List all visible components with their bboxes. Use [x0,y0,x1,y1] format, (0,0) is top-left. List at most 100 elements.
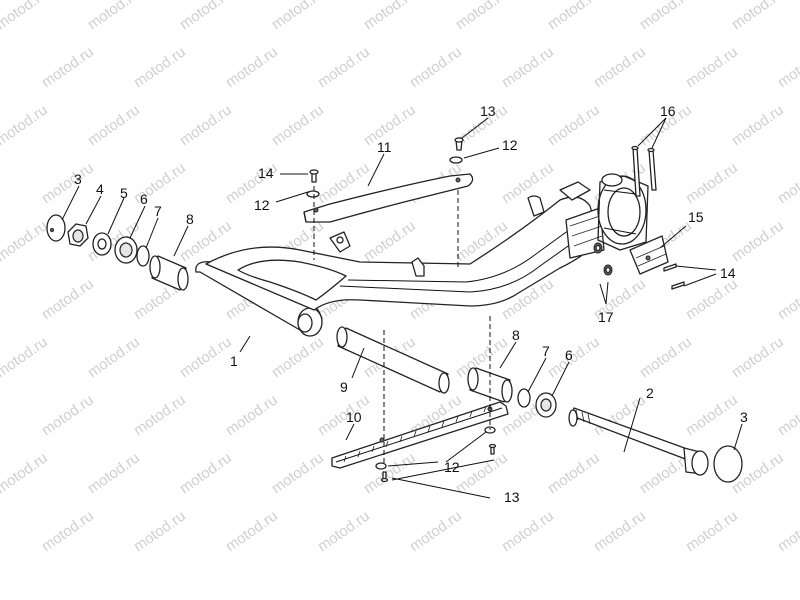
callout-2: 2 [646,385,654,401]
watermark-text: motod.ru [39,275,97,323]
watermark-text: motod.ru [591,43,649,91]
watermark-text: motod.ru [729,217,787,265]
bushing-right [467,367,513,403]
watermark-text: motod.ru [775,391,800,439]
watermark-text: motod.ru [499,159,557,207]
watermark-text: motod.ru [269,333,327,381]
callout-10: 10 [346,409,362,425]
watermark-text: motod.ru [223,507,281,555]
callout-13-bottom: 13 [504,489,520,505]
callout-16: 16 [660,103,676,119]
watermark-text: motod.ru [0,101,51,149]
watermark-text: motod.ru [131,391,189,439]
watermark-text: motod.ru [177,333,235,381]
watermark-text: motod.ru [729,0,787,33]
watermark-text: motod.ru [39,507,97,555]
seal-ring-right [517,388,531,408]
callout-17: 17 [598,309,614,325]
watermark-text: motod.ru [0,333,51,381]
screw-short-right-b [671,281,685,290]
callout-3-right: 3 [740,409,748,425]
watermark-text: motod.ru [775,507,800,555]
callout-6-right: 6 [565,347,573,363]
watermark-text: motod.ru [39,159,97,207]
watermark-text: motod.ru [315,507,373,555]
washer [92,232,112,256]
watermark-text: motod.ru [407,507,465,555]
callout-8-left: 8 [186,211,194,227]
callout-14-right: 14 [720,265,736,281]
watermark-text: motod.ru [775,275,800,323]
callout-5: 5 [120,185,128,201]
washer-small-b [449,156,463,164]
screw-short-right-a [663,263,677,272]
watermark-text: motod.ru [315,391,373,439]
watermark-text: motod.ru [683,275,741,323]
callout-4: 4 [96,181,104,197]
bushing-left [149,255,189,291]
watermark-text: motod.ru [545,333,603,381]
screw-short-top [309,169,319,183]
callout-7-right: 7 [542,343,550,359]
watermark-text: motod.ru [39,43,97,91]
watermark-text: motod.ru [131,43,189,91]
watermark-text: motod.ru [0,449,51,497]
callout-6-left: 6 [140,191,148,207]
watermark-text: motod.ru [591,507,649,555]
watermark-text: motod.ru [315,43,373,91]
bearing-left [114,236,138,264]
watermark-text: motod.ru [453,0,511,33]
washer-small-c [375,462,387,470]
guard-plate [629,235,669,275]
watermark-text: motod.ru [177,101,235,149]
leader-lines [61,117,743,499]
watermark-text: motod.ru [223,43,281,91]
watermark-text: motod.ru [131,507,189,555]
watermark-text: motod.ru [775,159,800,207]
watermark-text: motod.ru [361,0,419,33]
screw-bottom-a [380,471,389,483]
watermark-text: motod.ru [177,0,235,33]
watermark-text: motod.ru [683,159,741,207]
callout-9: 9 [340,379,348,395]
watermark-text: motod.ru [729,101,787,149]
screw-top [454,137,464,151]
long-bolt-a [631,145,641,197]
callout-12-bottom: 12 [444,459,460,475]
watermark-text: motod.ru [0,217,51,265]
watermark-text: motod.ru [637,333,695,381]
watermark-text: motod.ru [85,101,143,149]
watermark-text: motod.ru [453,449,511,497]
watermark-text: motod.ru [269,0,327,33]
callout-3-left: 3 [74,171,82,187]
callout-1: 1 [230,353,238,369]
washer-small-a [306,190,320,198]
callout-14-top: 14 [258,165,274,181]
watermark-text: motod.ru [683,43,741,91]
watermark-text: motod.ru [775,43,800,91]
spacer-tube [336,326,450,394]
watermark-text: motod.ru [407,43,465,91]
cap-left-dot [50,228,54,232]
watermark-text: motod.ru [361,217,419,265]
long-bolt-b [647,147,657,191]
cap-left [46,214,66,242]
watermark-text: motod.ru [683,507,741,555]
watermark-text: motod.ru [729,333,787,381]
watermark-text: motod.ru [499,507,557,555]
assembly-axes [313,186,491,464]
watermark-text: motod.ru [39,391,97,439]
watermark-text: motod.ru [545,101,603,149]
callout-8-right: 8 [512,327,520,343]
pivot-bolt [568,407,709,476]
watermark-text: motod.ru [545,449,603,497]
watermark-text: motod.ru [85,0,143,33]
watermark-text: motod.ru [269,449,327,497]
seal-ring-left [136,245,150,267]
watermark-text: motod.ru [223,391,281,439]
nut [67,223,89,247]
chain-slider [331,401,509,469]
cap-right [713,445,743,483]
callout-labels: 1 2 3 3 4 5 6 6 7 7 8 8 9 10 11 12 12 12… [74,103,748,505]
